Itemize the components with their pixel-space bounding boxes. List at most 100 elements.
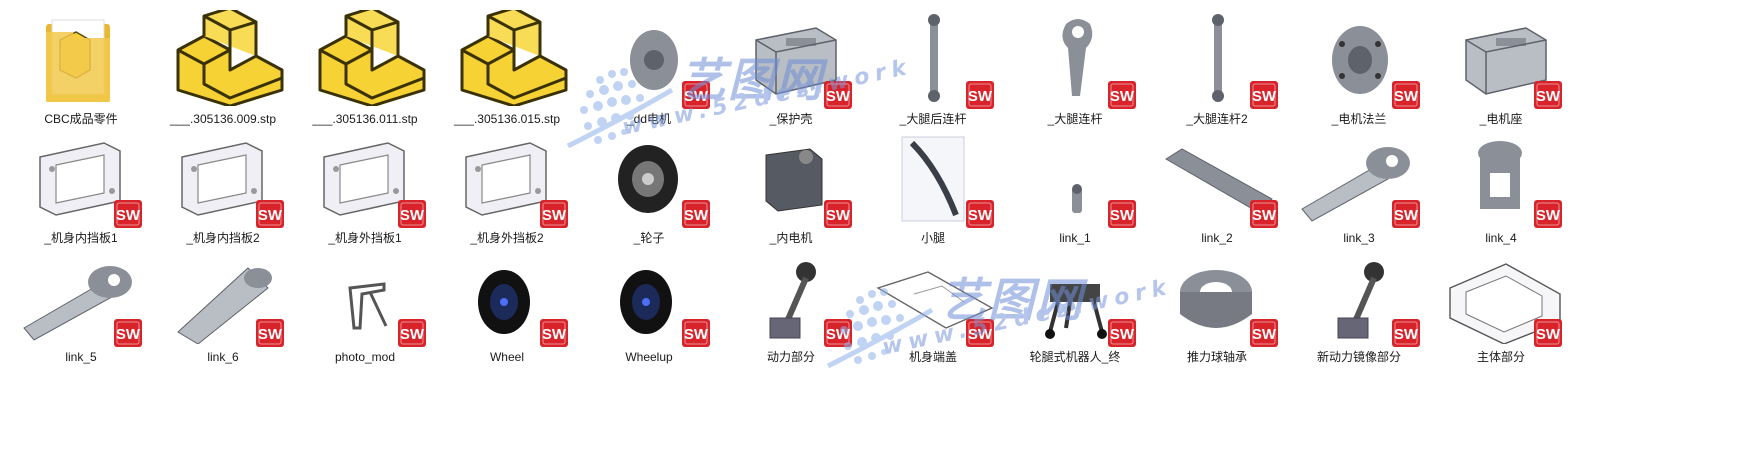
file-item[interactable]: SW_机身外挡板2 [428, 119, 586, 251]
file-name: ___.305136.011.stp [312, 112, 418, 126]
file-name: link_6 [207, 350, 239, 364]
motor-icon [584, 10, 714, 106]
svg-text:SW: SW [542, 326, 567, 343]
curved-leg-icon [868, 129, 998, 225]
file-name: link_4 [1485, 231, 1517, 245]
assembly-icon [1294, 248, 1424, 344]
file-item[interactable]: ___.305136.009.stp [144, 0, 302, 132]
svg-text:SW: SW [1252, 326, 1277, 343]
file-item[interactable]: SW _电机法兰 [1280, 0, 1438, 132]
solidworks-badge-icon: SW [113, 199, 143, 229]
file-name: _电机座 [1479, 112, 1523, 126]
svg-text:SW: SW [684, 207, 709, 224]
housing-icon [1436, 10, 1566, 106]
svg-text:SW: SW [826, 326, 851, 343]
step-part-icon [300, 10, 430, 106]
file-name: _大腿后连杆 [899, 112, 967, 126]
solidworks-badge-icon: SW [681, 318, 711, 348]
file-item[interactable]: CBC成品零件 [2, 0, 160, 132]
solidworks-badge-icon: SW [965, 80, 995, 110]
svg-text:SW: SW [1536, 326, 1561, 343]
file-item[interactable]: ___.305136.011.stp [286, 0, 444, 132]
svg-text:SW: SW [968, 326, 993, 343]
svg-text:SW: SW [1536, 207, 1561, 224]
plate-icon [300, 129, 430, 225]
svg-text:SW: SW [1394, 88, 1419, 105]
housing-icon [726, 10, 856, 106]
solidworks-badge-icon: SW [823, 199, 853, 229]
file-item[interactable]: SW link_1 [996, 119, 1154, 251]
file-item[interactable]: SW_机身内挡板1 [2, 119, 160, 251]
solidworks-badge-icon: SW [1391, 318, 1421, 348]
file-name: link_1 [1059, 231, 1091, 245]
svg-text:SW: SW [684, 326, 709, 343]
file-name: ___.305136.015.stp [453, 112, 561, 126]
solidworks-badge-icon: SW [539, 318, 569, 348]
file-item[interactable]: SW_dd电机 [570, 0, 728, 132]
solidworks-badge-icon: SW [1107, 80, 1137, 110]
file-item[interactable]: SW_大腿连杆 [996, 0, 1154, 132]
svg-text:SW: SW [1394, 326, 1419, 343]
file-name: 轮腿式机器人_终 [1029, 350, 1121, 364]
solidworks-badge-icon: SW [823, 318, 853, 348]
rod-icon [1152, 10, 1282, 106]
file-name: _轮子 [633, 231, 665, 245]
clevis-icon [1436, 129, 1566, 225]
solidworks-badge-icon: SW [255, 318, 285, 348]
svg-text:SW: SW [1252, 207, 1277, 224]
file-item[interactable]: ___.305136.015.stp [428, 0, 586, 132]
solidworks-badge-icon: SW [965, 199, 995, 229]
solidworks-badge-icon: SW [1391, 80, 1421, 110]
file-name: _机身外挡板2 [470, 231, 544, 245]
cylinder-icon [158, 248, 288, 344]
solidworks-badge-icon: SW [1107, 199, 1137, 229]
assembly-icon [726, 248, 856, 344]
step-part-icon [442, 10, 572, 106]
svg-text:SW: SW [1252, 88, 1277, 105]
file-item[interactable]: SW _大腿后连杆 [854, 0, 1012, 132]
file-item[interactable]: SW link_3 [1280, 119, 1438, 251]
svg-text:SW: SW [1110, 326, 1135, 343]
file-item[interactable]: SW 轮腿式机器人_终 [996, 238, 1154, 370]
file-item[interactable]: SW _轮子 [570, 119, 728, 251]
file-item[interactable]: SW_保护壳 [712, 0, 870, 132]
solidworks-badge-icon: SW [397, 318, 427, 348]
svg-text:SW: SW [116, 207, 141, 224]
file-item[interactable]: SW_电机座 [1422, 0, 1580, 132]
solidworks-badge-icon: SW [1391, 199, 1421, 229]
svg-text:SW: SW [826, 207, 851, 224]
frame-icon [1436, 248, 1566, 344]
file-item[interactable]: SW_机身内挡板2 [144, 119, 302, 251]
file-name: link_3 [1343, 231, 1375, 245]
svg-text:SW: SW [400, 207, 425, 224]
file-name: _机身内挡板2 [186, 231, 260, 245]
file-name: 主体部分 [1476, 350, 1525, 364]
svg-text:SW: SW [826, 88, 851, 105]
file-item[interactable]: SW link_6 [144, 238, 302, 370]
svg-text:SW: SW [968, 207, 993, 224]
file-item[interactable]: SW 主体部分 [1422, 238, 1580, 370]
solidworks-badge-icon: SW [965, 318, 995, 348]
step-part-icon [158, 10, 288, 106]
file-item[interactable]: SW link_4 [1422, 119, 1580, 251]
file-name: _电机法兰 [1331, 112, 1387, 126]
rod-icon [868, 10, 998, 106]
file-item[interactable]: SW_内电机 [712, 119, 870, 251]
file-item[interactable]: SW_机身外挡板1 [286, 119, 444, 251]
file-item[interactable]: SW 机身端盖 [854, 238, 1012, 370]
folder-icon [16, 10, 146, 106]
file-name: 机身端盖 [908, 350, 957, 364]
bearing-icon [1152, 248, 1282, 344]
file-item[interactable]: SW_大腿连杆2 [1138, 0, 1296, 132]
servo-icon [726, 129, 856, 225]
